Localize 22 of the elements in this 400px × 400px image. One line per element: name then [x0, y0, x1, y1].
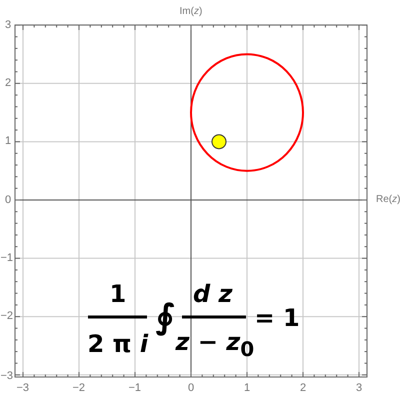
tick-label: 3 [5, 20, 12, 30]
tick-label: 2 [300, 382, 306, 394]
tick-label: 0 [5, 194, 12, 206]
axis-label: Re(z) [376, 195, 400, 205]
tick-label: 1 [244, 382, 250, 394]
tick-label: 1 [5, 136, 12, 148]
formula-term: 2 π i [88, 332, 148, 356]
tick-label: −3 [16, 382, 30, 394]
axis-label: Im(z) [180, 7, 202, 17]
tick-label: −2 [72, 382, 86, 394]
formula-term: z − z$_{0}$ [176, 330, 254, 358]
integral-sign: ∮ [156, 300, 175, 334]
tick-label: −3 [0, 370, 14, 382]
tick-label: −1 [0, 252, 14, 264]
tick-label: 2 [5, 78, 12, 89]
tick-label: 0 [188, 382, 194, 394]
tick-label: 3 [356, 382, 362, 394]
formula-term: d z [193, 282, 233, 306]
formula-term: = 1 [254, 306, 300, 330]
formula-term: 1 [110, 282, 126, 306]
tick-label: −1 [128, 382, 142, 394]
tick-label: −2 [0, 311, 14, 322]
